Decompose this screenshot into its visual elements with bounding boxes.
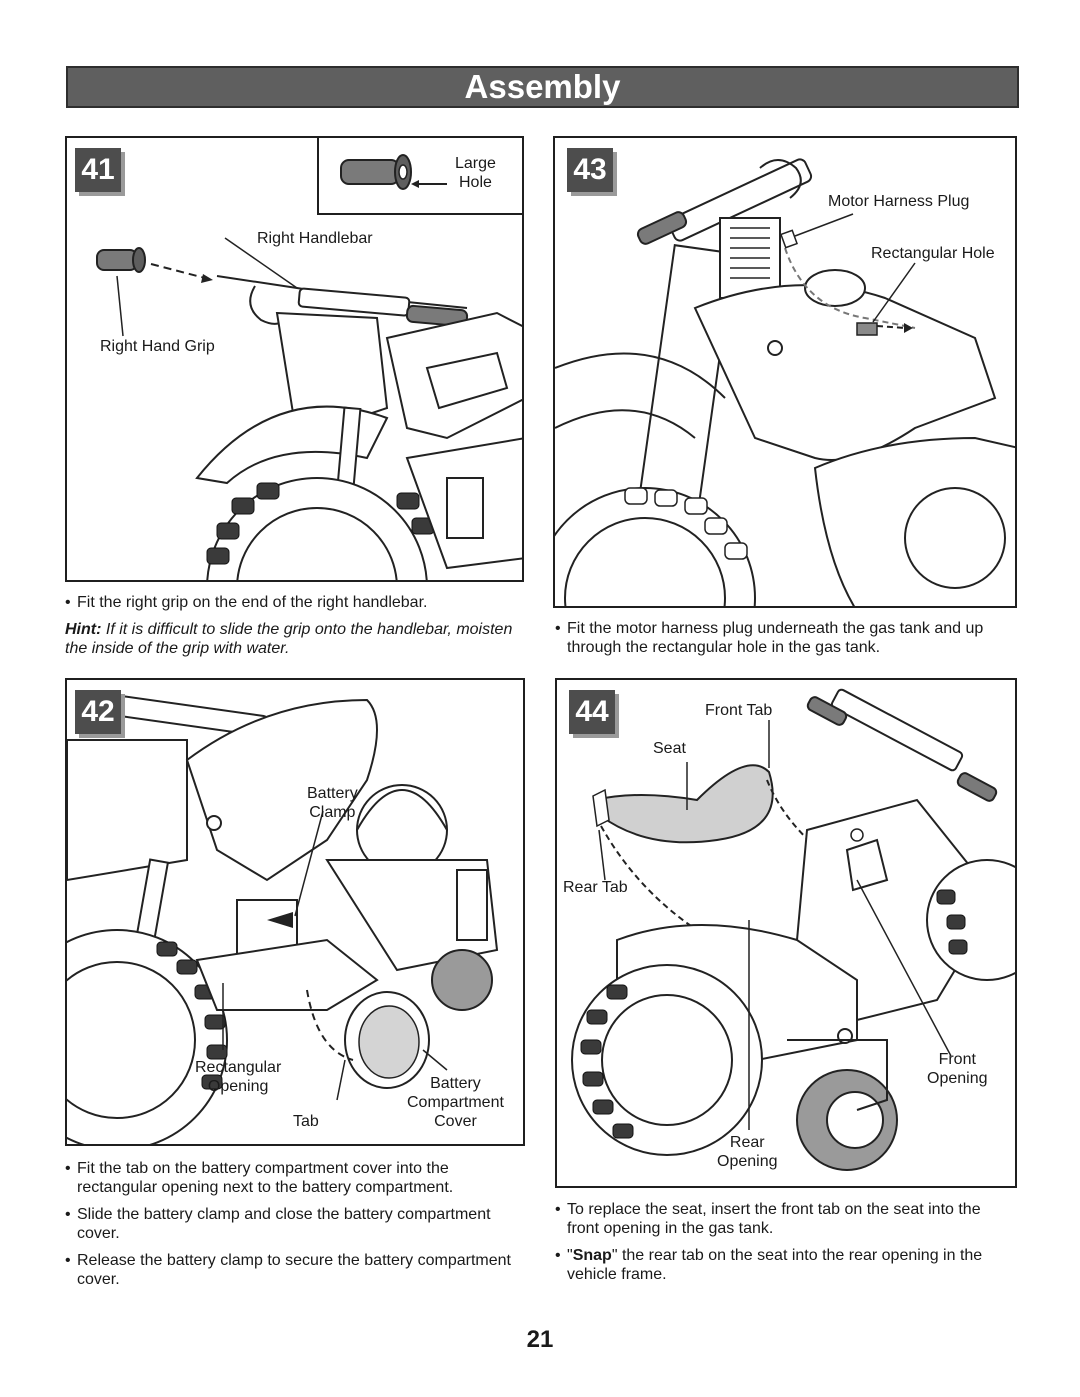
rear-tab-label: Rear Tab [563, 879, 628, 896]
grip-end-drawing [340, 154, 447, 190]
step-42-instruction-3: Release the battery clamp to secure the … [65, 1251, 515, 1289]
step-43-instruction-1: Fit the motor harness plug underneath th… [555, 619, 1017, 657]
tab-label: Tab [293, 1113, 319, 1130]
step-43-illustration: 43 [553, 136, 1017, 608]
step-42-badge: 42 [75, 690, 121, 734]
page-number: 21 [526, 1326, 554, 1353]
section-title-bar: Assembly [66, 66, 1019, 108]
step-42-instruction-2: Slide the battery clamp and close the ba… [65, 1205, 515, 1243]
page-title: Assembly [464, 68, 621, 105]
step-42-instructions: Fit the tab on the battery compartment c… [65, 1159, 515, 1297]
step-41-badge: 41 [75, 148, 121, 192]
seat-install-drawing [571, 688, 1015, 1171]
step-41-instructions: Fit the right grip on the end of the rig… [65, 593, 515, 658]
rectangular-hole-label: Rectangular Hole [871, 245, 995, 262]
step-44-badge: 44 [569, 690, 615, 734]
step-43-badge: 43 [567, 148, 613, 192]
seat-label: Seat [653, 740, 686, 757]
right-handlebar-label: Right Handlebar [257, 230, 373, 247]
handlebar-grip-drawing [96, 237, 522, 580]
step-44-illustration: 44 [555, 678, 1017, 1188]
hint-text: If it is difficult to slide the grip ont… [65, 621, 513, 657]
hint-label: Hint: [65, 621, 102, 638]
step-44-instruction-2: "Snap" the rear tab on the seat into the… [555, 1246, 1017, 1284]
step-41-hint: Hint: If it is difficult to slide the gr… [65, 620, 515, 658]
motor-harness-drawing [555, 158, 1015, 606]
step-44-instruction-1: To replace the seat, insert the front ta… [555, 1200, 1017, 1238]
motor-harness-plug-label: Motor Harness Plug [828, 193, 970, 210]
step-41-instruction-1: Fit the right grip on the end of the rig… [65, 593, 515, 612]
right-hand-grip-label: Right Hand Grip [100, 338, 215, 355]
step-44-instructions: To replace the seat, insert the front ta… [555, 1200, 1017, 1292]
battery-cover-drawing [67, 695, 499, 1144]
snap-word: Snap [572, 1247, 612, 1264]
step-42-instruction-1: Fit the tab on the battery compartment c… [65, 1159, 515, 1197]
front-tab-label: Front Tab [705, 702, 773, 719]
step-43-instructions: Fit the motor harness plug underneath th… [555, 619, 1017, 665]
step-42-illustration: 42 [65, 678, 525, 1146]
